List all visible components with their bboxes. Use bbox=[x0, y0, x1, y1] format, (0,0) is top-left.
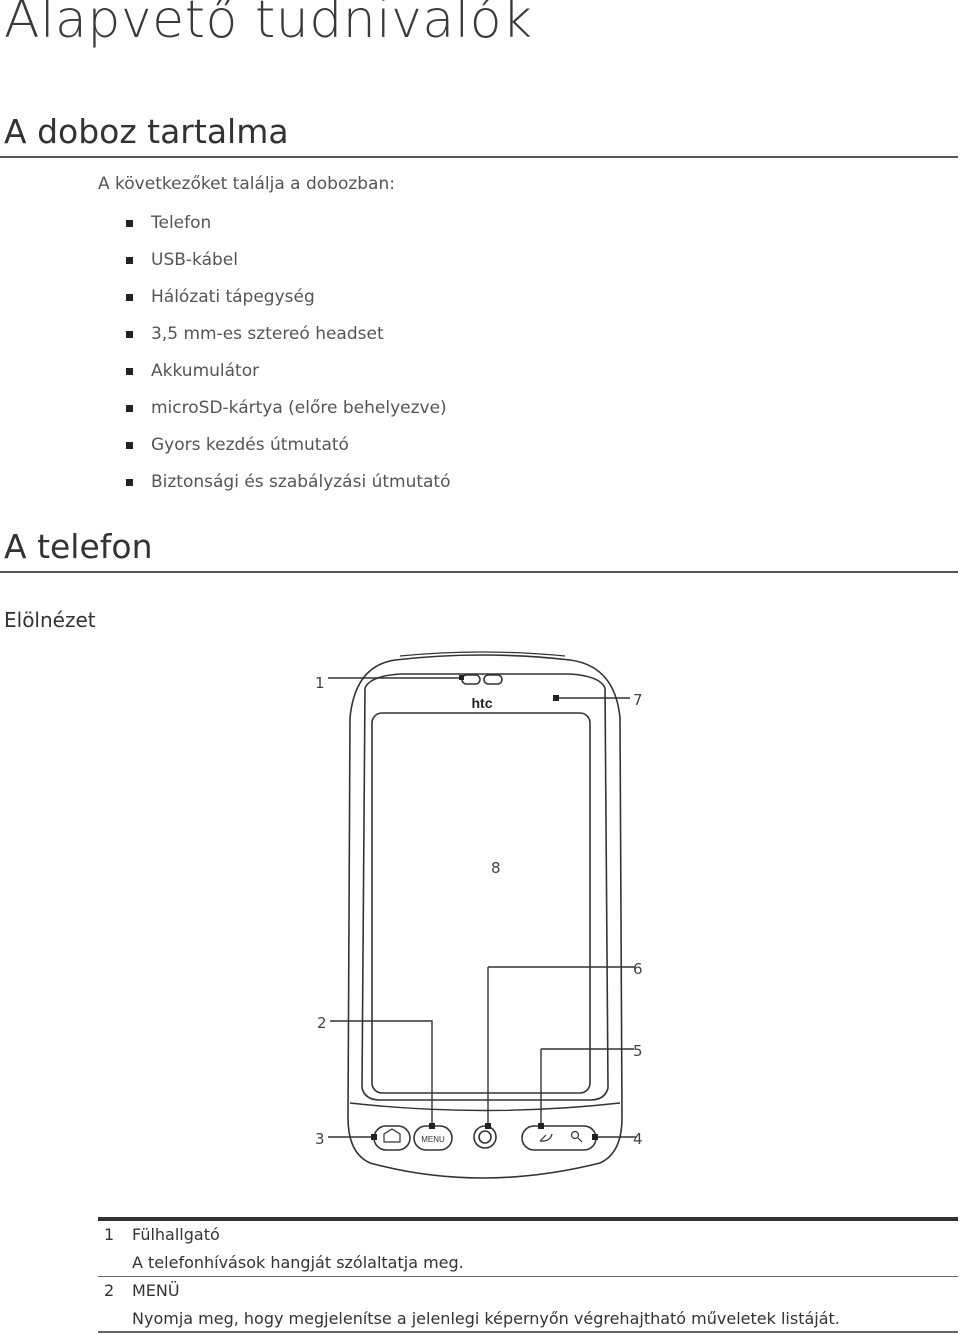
phone-screen bbox=[371, 712, 591, 1094]
list-item: 3,5 mm-es sztereó headset bbox=[126, 321, 451, 358]
legend-desc: Nyomja meg, hogy megjelenítse a jelenleg… bbox=[132, 1309, 840, 1328]
list-item: microSD-kártya (előre behelyezve) bbox=[126, 395, 451, 432]
section-divider bbox=[0, 156, 958, 158]
callout-line-2 bbox=[330, 1020, 433, 1126]
legend-bottom-rule bbox=[98, 1331, 958, 1333]
box-intro-text: A következőket találja a dobozban: bbox=[98, 174, 395, 194]
earpiece-left bbox=[461, 674, 481, 685]
back-search-button bbox=[521, 1125, 597, 1151]
phone-front-diagram: htc MENU 1 2 3 4 5 6 7 8 bbox=[315, 651, 643, 1179]
home-icon bbox=[383, 1128, 401, 1143]
legend-num: 2 bbox=[104, 1281, 115, 1300]
trackball-outer bbox=[473, 1125, 497, 1149]
legend-title: MENÜ bbox=[132, 1281, 180, 1300]
legend-title: Fülhallgató bbox=[132, 1225, 220, 1244]
list-item: Akkumulátor bbox=[126, 358, 451, 395]
legend-divider bbox=[98, 1276, 958, 1277]
list-item: Hálózati tápegység bbox=[126, 284, 451, 321]
htc-logo: htc bbox=[472, 695, 493, 711]
list-item: USB-kábel bbox=[126, 247, 451, 284]
list-item: Telefon bbox=[126, 210, 451, 247]
phone-inner-frame bbox=[361, 673, 609, 1101]
callout-6: 6 bbox=[633, 960, 643, 978]
legend-top-rule bbox=[98, 1217, 958, 1221]
legend-num: 1 bbox=[104, 1225, 115, 1244]
callout-1: 1 bbox=[315, 674, 325, 692]
callout-3: 3 bbox=[315, 1130, 325, 1148]
section-divider bbox=[0, 571, 958, 573]
phone-bottom-panel bbox=[349, 1102, 621, 1112]
trackball-inner bbox=[478, 1130, 492, 1144]
section-heading-box: A doboz tartalma bbox=[4, 112, 289, 151]
callout-4: 4 bbox=[633, 1130, 643, 1148]
callout-2: 2 bbox=[317, 1014, 327, 1032]
callout-line-5 bbox=[540, 1048, 634, 1126]
phone-top-bezel bbox=[399, 651, 566, 657]
menu-key-label: MENU bbox=[421, 1135, 445, 1144]
back-icon bbox=[539, 1133, 553, 1142]
section-heading-phone: A telefon bbox=[4, 527, 153, 566]
box-contents-list: Telefon USB-kábel Hálózati tápegység 3,5… bbox=[126, 210, 451, 506]
earpiece-right bbox=[483, 674, 503, 685]
callout-8: 8 bbox=[491, 859, 501, 877]
search-icon bbox=[570, 1130, 580, 1140]
legend-desc: A telefonhívások hangját szólaltatja meg… bbox=[132, 1253, 464, 1272]
list-item: Gyors kezdés útmutató bbox=[126, 432, 451, 469]
callout-7: 7 bbox=[633, 691, 643, 709]
front-view-heading: Elölnézet bbox=[4, 608, 96, 632]
phone-outline bbox=[347, 654, 623, 1179]
callout-5: 5 bbox=[633, 1042, 643, 1060]
page-title: Alapvető tudnivalók bbox=[4, 0, 533, 50]
list-item: Biztonsági és szabályzási útmutató bbox=[126, 469, 451, 506]
